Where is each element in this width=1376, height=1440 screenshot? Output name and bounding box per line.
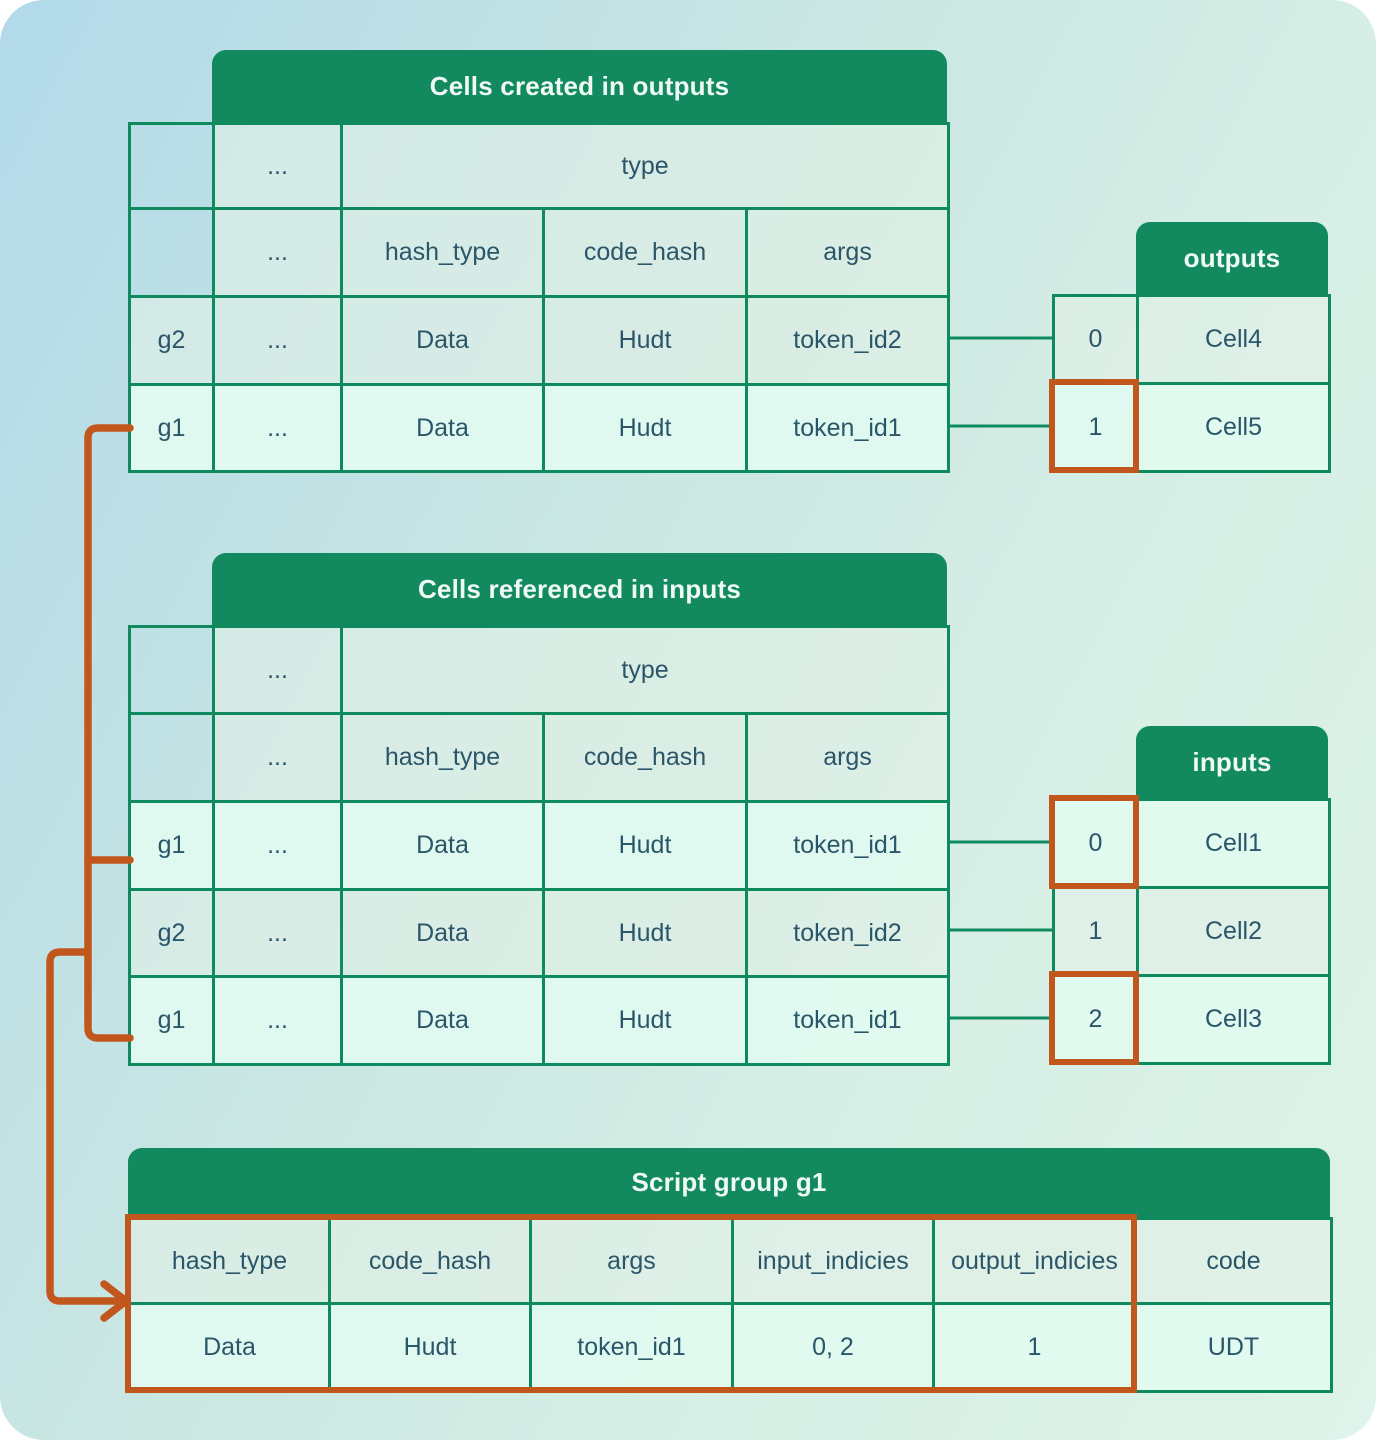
hash-type-value-cell: Data [340, 295, 545, 386]
hash-type-column-header: hash_type [340, 712, 545, 803]
outputs-index-table: 0 Cell4 1 Cell5 [1052, 294, 1331, 473]
output-index-cell: 0 [1052, 294, 1139, 385]
inputs-index-table-title: inputs [1136, 726, 1328, 798]
args-column-header: args [529, 1217, 734, 1305]
script-group-table: hash_type code_hash args input_indicies … [128, 1217, 1333, 1393]
args-value-cell: token_id1 [744, 800, 951, 891]
cell-name-cell: Cell3 [1136, 974, 1331, 1065]
outputs-cells-table: ... type ... hash_type code_hash args g2… [128, 122, 951, 473]
table-row: 0 Cell4 [1052, 294, 1331, 385]
hash-type-value-cell: Data [128, 1302, 331, 1393]
hash-type-column-header: hash_type [340, 207, 545, 298]
inputs-index-table: 0 Cell1 1 Cell2 2 Cell3 [1052, 798, 1331, 1065]
table-row: 0 Cell1 [1052, 798, 1331, 889]
code-hash-column-header: code_hash [328, 1217, 532, 1305]
cell-name-cell: Cell1 [1136, 798, 1331, 889]
ellipsis-cell: ... [212, 122, 343, 210]
inputs-cells-table-title: Cells referenced in inputs [212, 553, 947, 625]
ellipsis-cell: ... [212, 888, 343, 978]
code-hash-value-cell: Hudt [328, 1302, 532, 1393]
code-hash-column-header: code_hash [542, 712, 748, 803]
outputs-index-table-title: outputs [1136, 222, 1328, 294]
input-index-cell: 0 [1052, 798, 1139, 889]
ellipsis-cell: ... [212, 207, 343, 298]
table-row: g2 ... Data Hudt token_id2 [128, 888, 951, 978]
cell-name-cell: Cell5 [1136, 382, 1331, 473]
args-value-cell: token_id1 [744, 975, 951, 1066]
flow-arrowhead-icon [100, 1280, 130, 1322]
table-row: 2 Cell3 [1052, 974, 1331, 1065]
script-group-table-title: Script group g1 [128, 1148, 1330, 1217]
args-column-header: args [744, 712, 951, 803]
hash-type-value-cell: Data [340, 800, 545, 891]
args-value-cell: token_id1 [744, 383, 951, 473]
args-column-header: args [744, 207, 951, 298]
table-row: 1 Cell2 [1052, 886, 1331, 977]
args-value-cell: token_id2 [744, 888, 951, 978]
output-indicies-value-cell: 1 [932, 1302, 1137, 1393]
group-label-cell: g2 [128, 295, 215, 386]
group-label-cell: g1 [128, 800, 215, 891]
code-hash-value-cell: Hudt [542, 800, 748, 891]
table-row: Data Hudt token_id1 0, 2 1 UDT [128, 1302, 1333, 1393]
table-row: g2 ... Data Hudt token_id2 [128, 295, 951, 386]
spacer-cell [128, 712, 215, 803]
code-column-header: code [1134, 1217, 1333, 1305]
output-indicies-column-header: output_indicies [932, 1217, 1137, 1305]
table-row: g1 ... Data Hudt token_id1 [128, 800, 951, 891]
group-label-cell: g1 [128, 383, 215, 473]
spacer-cell [128, 122, 215, 210]
hash-type-value-cell: Data [340, 975, 545, 1066]
hash-type-column-header: hash_type [128, 1217, 331, 1305]
outputs-cells-table-title: Cells created in outputs [212, 50, 947, 122]
cell-name-cell: Cell2 [1136, 886, 1331, 977]
code-hash-column-header: code_hash [542, 207, 748, 298]
group-label-cell: g2 [128, 888, 215, 978]
code-hash-value-cell: Hudt [542, 975, 748, 1066]
spacer-cell [128, 207, 215, 298]
input-indicies-column-header: input_indicies [731, 1217, 935, 1305]
cell-name-cell: Cell4 [1136, 294, 1331, 385]
table-row: 1 Cell5 [1052, 382, 1331, 473]
ellipsis-cell: ... [212, 625, 343, 715]
input-index-cell: 2 [1052, 974, 1139, 1065]
input-index-cell: 1 [1052, 886, 1139, 977]
code-hash-value-cell: Hudt [542, 888, 748, 978]
ellipsis-cell: ... [212, 975, 343, 1066]
inputs-cells-table: ... type ... hash_type code_hash args g1… [128, 625, 951, 1066]
table-row: g1 ... Data Hudt token_id1 [128, 383, 951, 473]
type-column-header: type [339, 122, 951, 210]
hash-type-value-cell: Data [340, 383, 545, 473]
hash-type-value-cell: Data [340, 888, 545, 978]
args-value-cell: token_id2 [744, 295, 951, 386]
ellipsis-cell: ... [212, 295, 343, 386]
code-hash-value-cell: Hudt [542, 295, 748, 386]
ellipsis-cell: ... [212, 800, 343, 891]
spacer-cell [128, 625, 215, 715]
ellipsis-cell: ... [212, 383, 343, 473]
type-column-header: type [339, 625, 951, 715]
table-row: g1 ... Data Hudt token_id1 [128, 975, 951, 1066]
ellipsis-cell: ... [212, 712, 343, 803]
input-indicies-value-cell: 0, 2 [731, 1302, 935, 1393]
flow-line-to-script-group [46, 948, 120, 1305]
code-value-cell: UDT [1134, 1302, 1333, 1393]
group-label-cell: g1 [128, 975, 215, 1066]
args-value-cell: token_id1 [529, 1302, 734, 1393]
output-index-cell: 1 [1052, 382, 1139, 473]
flow-line-g1-spine [84, 424, 134, 1042]
code-hash-value-cell: Hudt [542, 383, 748, 473]
